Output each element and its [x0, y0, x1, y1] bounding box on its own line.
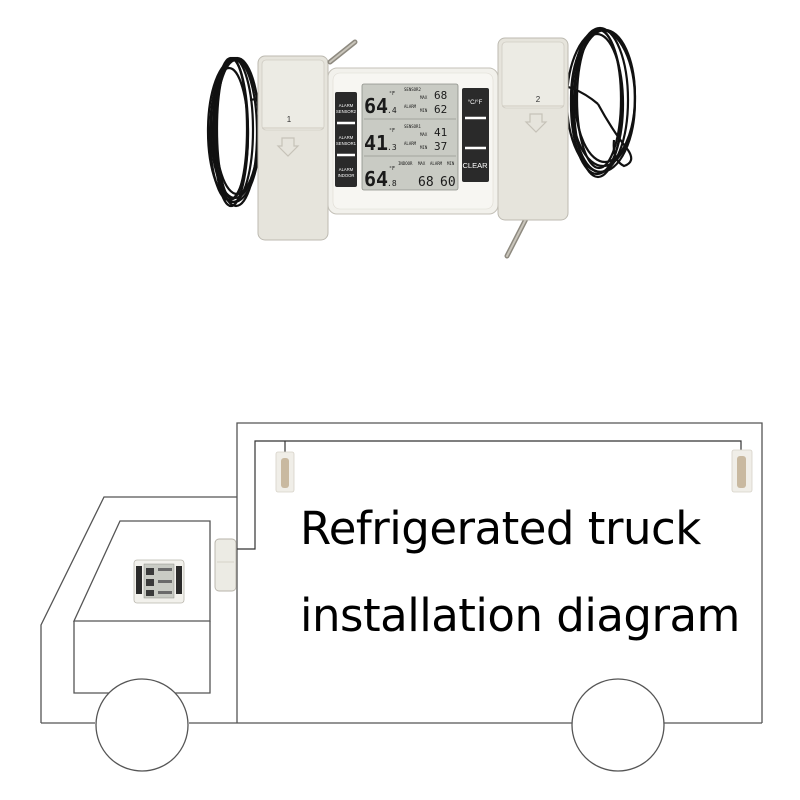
- cab-mini-display: [133, 559, 185, 604]
- svg-text:INDOOR: INDOOR: [338, 173, 355, 178]
- cargo-sensor-right: [731, 449, 753, 493]
- svg-text:41: 41: [434, 126, 447, 139]
- svg-text:ALARM: ALARM: [430, 161, 443, 166]
- svg-text:64: 64: [364, 167, 388, 191]
- svg-text:°F: °F: [389, 166, 395, 172]
- product-photo: 1 2 ALARM SENSOR2: [206, 26, 637, 259]
- svg-text:SENSOR2: SENSOR2: [404, 87, 421, 92]
- svg-text:37: 37: [434, 140, 447, 153]
- clear-button[interactable]: CLEAR: [462, 161, 488, 170]
- right-sensor-cable-coil: [534, 26, 637, 179]
- rear-wheel: [571, 678, 665, 772]
- svg-text:SENSOR2: SENSOR2: [336, 109, 357, 114]
- svg-text:68: 68: [418, 175, 434, 190]
- svg-text:.4: .4: [387, 106, 397, 115]
- svg-text:62: 62: [434, 103, 447, 116]
- svg-text:64: 64: [364, 94, 388, 118]
- lcd-row-sensor2: 64 °F .4 SENSOR2 MAX ALARM MIN 68 62: [364, 87, 447, 118]
- lcd-row-indoor: 64 °F .8 INDOOR MAX ALARM MIN 68 60: [364, 161, 456, 191]
- svg-text:68: 68: [434, 89, 447, 102]
- cab-window: [72, 520, 211, 622]
- diagram-title-line-2: installation diagram: [300, 589, 740, 642]
- svg-text:MIN: MIN: [420, 108, 428, 113]
- alarm-indoor-button[interactable]: ALARM INDOOR: [338, 167, 355, 178]
- svg-text:ALARM: ALARM: [404, 104, 417, 109]
- front-wheel: [95, 678, 189, 772]
- svg-text:SENSOR1: SENSOR1: [336, 141, 357, 146]
- svg-text:60: 60: [440, 175, 456, 190]
- diagram-title-line-1: Refrigerated truck: [300, 502, 701, 555]
- svg-text:ALARM: ALARM: [339, 167, 354, 172]
- thermometer-display-unit: ALARM SENSOR2 ALARM SENSOR1 ALARM INDOOR…: [327, 67, 499, 215]
- svg-text:°F: °F: [389, 91, 395, 97]
- alarm-sensor2-button[interactable]: ALARM SENSOR2: [336, 103, 357, 114]
- svg-text:SENSOR1: SENSOR1: [404, 124, 421, 129]
- svg-text:MIN: MIN: [447, 161, 455, 166]
- svg-text:MAX: MAX: [420, 132, 428, 137]
- svg-text:MIN: MIN: [420, 145, 428, 150]
- truck-cab: [40, 496, 237, 723]
- lcd-row-sensor1: 41 °F .3 SENSOR1 MAX ALARM MIN 41 37: [364, 124, 447, 155]
- svg-text:MAX: MAX: [420, 95, 428, 100]
- alarm-sensor1-button[interactable]: ALARM SENSOR1: [336, 135, 357, 146]
- svg-text:.8: .8: [387, 179, 397, 188]
- right-wireless-sensor: 2: [497, 37, 569, 221]
- cargo-sensor-left: [275, 451, 295, 493]
- left-sensor-number: 1: [287, 115, 292, 124]
- left-wireless-sensor: 1: [257, 55, 329, 241]
- cargo-box: [236, 422, 763, 723]
- svg-text:°F: °F: [389, 128, 395, 134]
- svg-text:MAX: MAX: [418, 161, 426, 166]
- svg-text:ALARM: ALARM: [339, 135, 354, 140]
- truck-diagram: [40, 422, 763, 772]
- svg-text:ALARM: ALARM: [339, 103, 354, 108]
- svg-text:41: 41: [364, 131, 388, 155]
- lcd-screen: [361, 83, 459, 191]
- wall-sensor-unit: [214, 538, 237, 592]
- svg-text:ALARM: ALARM: [404, 141, 417, 146]
- right-sensor-number: 2: [536, 95, 541, 104]
- svg-text:INDOOR: INDOOR: [398, 161, 413, 166]
- sensor-wiring: [237, 440, 742, 550]
- svg-text:.3: .3: [387, 143, 397, 152]
- unit-toggle-button[interactable]: °C/°F: [468, 100, 483, 106]
